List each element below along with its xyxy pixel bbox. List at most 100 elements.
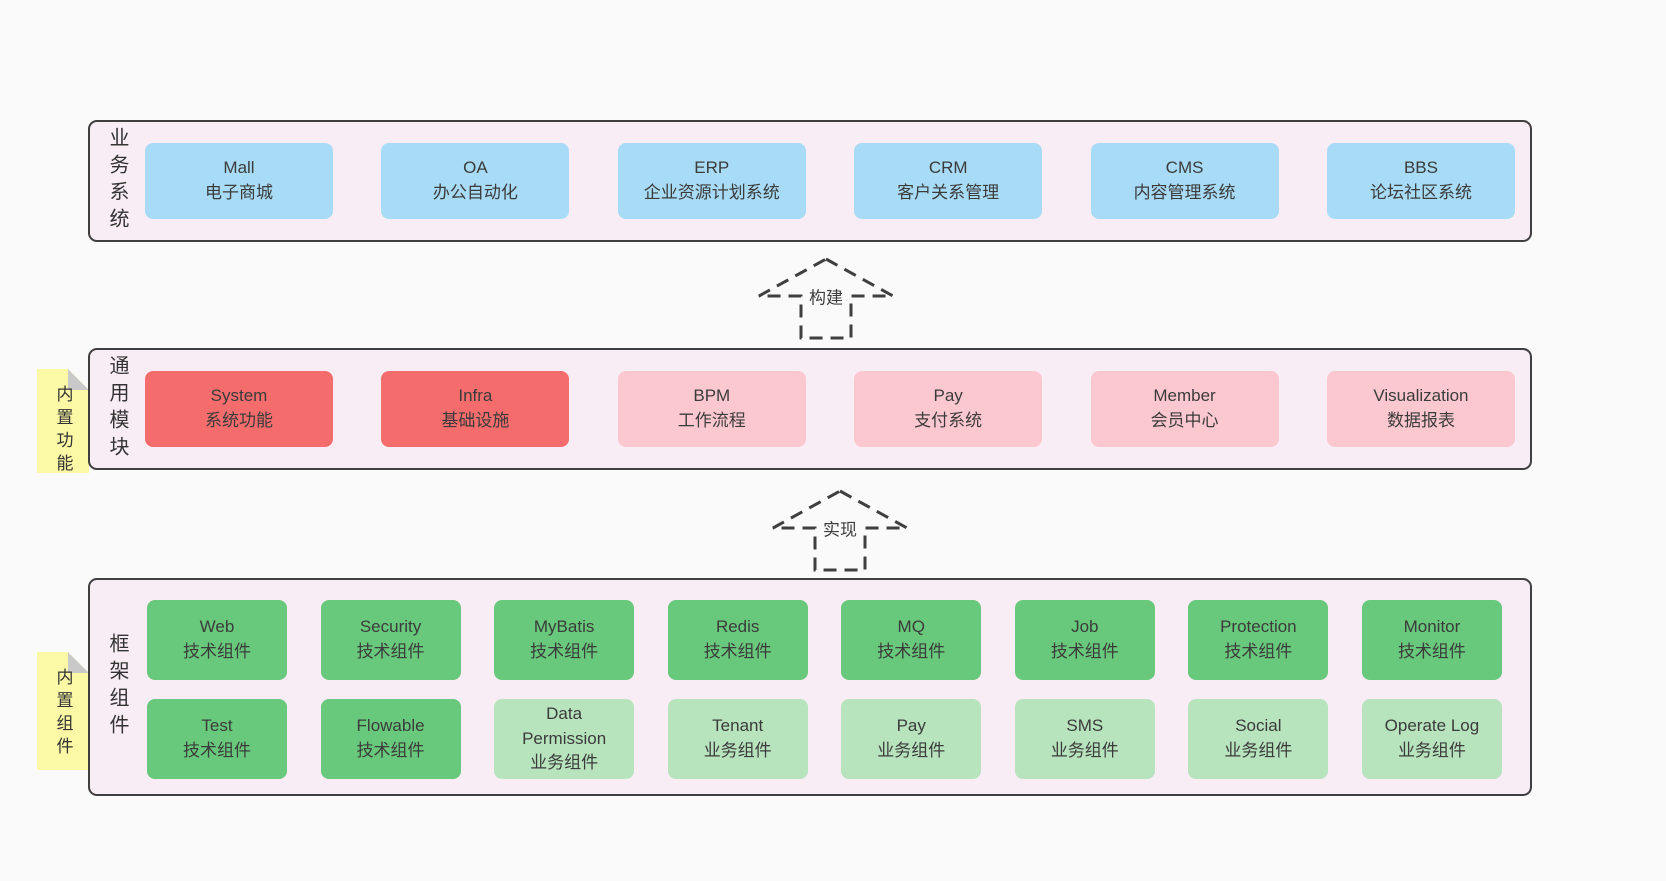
box-title: Member: [1153, 386, 1216, 406]
box-title: Protection: [1220, 617, 1297, 637]
box-title: SMS: [1066, 716, 1104, 736]
box-subtitle: 业务组件: [1397, 741, 1466, 760]
box-subtitle: 技术组件: [356, 741, 425, 760]
box-subtitle: 会员中心: [1150, 411, 1219, 430]
box-title: Visualization: [1373, 386, 1469, 406]
box-title: Redis: [715, 617, 760, 637]
arrow-implement: 实现: [770, 488, 910, 574]
box-subtitle: 企业资源计划系统: [643, 183, 780, 202]
box-system: System 系统功能: [145, 371, 333, 447]
box-subtitle: 技术组件: [183, 741, 251, 760]
box-subtitle: 技术组件: [183, 642, 251, 661]
box-flowable: Flowable 技术组件: [320, 699, 461, 779]
box-title: CRM: [928, 158, 968, 178]
box-subtitle: 技术组件: [1050, 642, 1119, 661]
box-bbs: BBS 论坛社区系统: [1326, 143, 1515, 219]
box-title: Pay: [933, 386, 963, 406]
box-subtitle: 支付系统: [914, 411, 983, 430]
box-subtitle: 业务组件: [1224, 741, 1293, 760]
box-cms: CMS 内容管理系统: [1090, 143, 1279, 219]
box-operate-log: Operate Log 业务组件: [1361, 699, 1502, 779]
box-pay-component: Pay 业务组件: [841, 699, 982, 779]
box-title: Test: [201, 716, 233, 736]
box-title: MQ: [897, 617, 925, 637]
box-title: Web: [199, 617, 235, 637]
framework-box-grid: Web 技术组件 Security 技术组件 MyBatis 技术组件 Redi…: [147, 600, 1502, 779]
box-title: Operate Log: [1384, 716, 1480, 736]
box-mall: Mall 电子商城: [145, 143, 333, 219]
box-title: MyBatis: [533, 617, 595, 637]
box-pay-system: Pay 支付系统: [854, 371, 1043, 447]
box-title: System: [210, 386, 268, 406]
box-monitor: Monitor 技术组件: [1361, 600, 1502, 680]
box-title: Pay: [896, 716, 926, 736]
layer-label: 框架组件: [106, 633, 128, 741]
layer-label: 业务系统: [106, 127, 128, 235]
box-web: Web 技术组件: [147, 600, 287, 680]
box-title: Security: [359, 617, 422, 637]
box-title: Job: [1071, 617, 1099, 637]
box-test: Test 技术组件: [147, 699, 287, 779]
box-redis: Redis 技术组件: [667, 600, 808, 680]
sticky-note-built-in-functions: 内置功能: [37, 369, 89, 473]
box-job: Job 技术组件: [1014, 600, 1155, 680]
box-title: Flowable: [356, 716, 425, 736]
box-subtitle: 技术组件: [1397, 642, 1466, 661]
box-subtitle: 业务组件: [877, 741, 946, 760]
box-title: ERP: [694, 158, 730, 178]
box-subtitle: 技术组件: [1224, 642, 1293, 661]
sticky-note-built-in-components: 内置组件: [37, 652, 89, 770]
box-subtitle: 数据报表: [1386, 411, 1455, 430]
box-subtitle: 技术组件: [356, 642, 425, 661]
box-member: Member 会员中心: [1090, 371, 1279, 447]
box-crm: CRM 客户关系管理: [854, 143, 1043, 219]
layer-label: 通用模块: [106, 355, 128, 463]
box-subtitle: 内容管理系统: [1133, 183, 1236, 202]
box-title: Data Permission: [522, 704, 607, 748]
box-infra: Infra 基础设施: [381, 371, 570, 447]
box-tenant: Tenant 业务组件: [667, 699, 808, 779]
box-subtitle: 业务组件: [703, 741, 772, 760]
box-sms: SMS 业务组件: [1014, 699, 1155, 779]
arrow-label: 实现: [819, 514, 861, 542]
box-title: Social: [1235, 716, 1282, 736]
box-title: Tenant: [712, 716, 764, 736]
box-oa: OA 办公自动化: [381, 143, 570, 219]
box-title: Infra: [458, 386, 493, 406]
box-subtitle: 论坛社区系统: [1369, 183, 1472, 202]
box-subtitle: 技术组件: [703, 642, 772, 661]
sticky-note-label: 内置组件: [53, 668, 73, 760]
box-security: Security 技术组件: [320, 600, 461, 680]
box-subtitle: 业务组件: [530, 753, 599, 773]
layer-common-modules: 通用模块 System 系统功能 Infra 基础设施 BPM 工作流程 Pay…: [88, 348, 1532, 470]
box-subtitle: 电子商城: [205, 183, 273, 202]
layer-business-systems: 业务系统 Mall 电子商城 OA 办公自动化 ERP 企业资源计划系统 CRM…: [88, 120, 1532, 242]
box-title: CMS: [1165, 158, 1204, 178]
box-title: OA: [463, 158, 488, 178]
box-title: BPM: [693, 386, 731, 406]
box-data-permission: Data Permission 业务组件: [494, 699, 635, 779]
business-box-row: Mall 电子商城 OA 办公自动化 ERP 企业资源计划系统 CRM 客户关系…: [145, 143, 1515, 219]
sticky-note-label: 内置功能: [53, 385, 73, 477]
box-bpm: BPM 工作流程: [617, 371, 806, 447]
box-title: BBS: [1403, 158, 1438, 178]
box-erp: ERP 企业资源计划系统: [617, 143, 806, 219]
box-subtitle: 业务组件: [1050, 741, 1119, 760]
box-subtitle: 技术组件: [877, 642, 946, 661]
box-subtitle: 工作流程: [677, 411, 746, 430]
box-title: Monitor: [1403, 617, 1461, 637]
box-title: Mall: [223, 158, 255, 178]
box-subtitle: 技术组件: [530, 642, 599, 661]
box-mq: MQ 技术组件: [841, 600, 982, 680]
box-protection: Protection 技术组件: [1188, 600, 1329, 680]
layer-framework-components: 框架组件 Web 技术组件 Security 技术组件 MyBatis 技术组件…: [88, 578, 1532, 796]
box-subtitle: 客户关系管理: [897, 183, 1000, 202]
box-mybatis: MyBatis 技术组件: [494, 600, 635, 680]
arrow-label: 构建: [805, 282, 847, 310]
arrow-build: 构建: [756, 256, 896, 342]
box-social: Social 业务组件: [1188, 699, 1329, 779]
box-visualization: Visualization 数据报表: [1326, 371, 1515, 447]
box-subtitle: 办公自动化: [432, 183, 518, 202]
box-subtitle: 基础设施: [441, 411, 510, 430]
modules-box-row: System 系统功能 Infra 基础设施 BPM 工作流程 Pay 支付系统…: [145, 371, 1515, 447]
